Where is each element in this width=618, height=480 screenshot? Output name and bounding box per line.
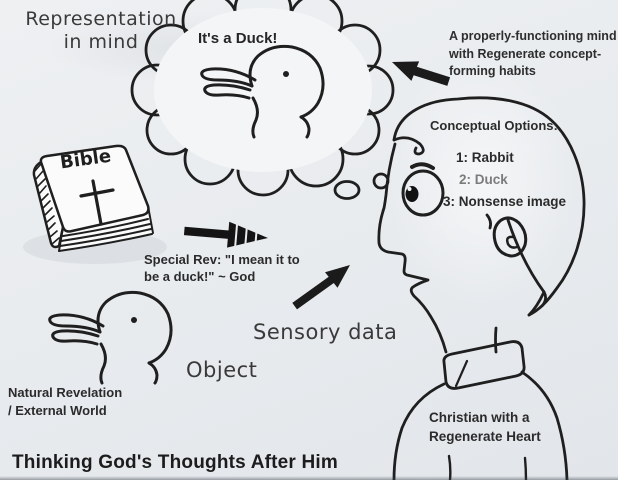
object-label: Object (186, 358, 258, 382)
eyebrow (410, 162, 435, 170)
its-a-duck-caption: It's a Duck! (198, 30, 278, 47)
regenerate-mind-arrow-icon (392, 61, 451, 86)
spine-hatching (33, 163, 60, 245)
torso-right (520, 370, 569, 480)
christian-regenerate-heart-label: Christian with a Regenerate Heart (429, 410, 541, 444)
conceptual-option-duck: 2: Duck (459, 172, 508, 187)
back-neck-line (494, 326, 498, 354)
bible-illustration (23, 144, 167, 264)
sensory-data-arrow-icon (292, 265, 350, 310)
thought-bubble (130, 0, 395, 200)
conceptual-options-heading: Conceptual Options: (430, 118, 558, 133)
footer-title: Thinking God's Thoughts After Him (12, 452, 339, 473)
hair-inner-edge (506, 218, 547, 308)
collar-fold (454, 359, 469, 388)
sensory-data-label: Sensory data (253, 320, 398, 344)
representation-in-mind-label: Representation in mind (25, 8, 177, 53)
thought-bubble-trail-large (333, 180, 361, 200)
eye-gleam (407, 187, 412, 191)
collar (442, 340, 526, 390)
page-edges (58, 205, 154, 252)
head-hair-outline (392, 96, 586, 317)
torso-left (392, 382, 446, 480)
ear (492, 216, 528, 258)
shirt-placket-right (523, 456, 528, 480)
special-revelation-note: Special Rev: "I mean it to be a duck!" ~… (144, 252, 300, 284)
duck-rabbit-object (48, 290, 173, 385)
natural-revelation-label: Natural Revelation / External World (8, 385, 123, 418)
cross-icon (79, 179, 115, 226)
face-profile (377, 142, 448, 354)
person-illustration (377, 96, 586, 480)
hair-wisp (485, 213, 492, 230)
properly-functioning-mind-note: A properly-functioning mind with Regener… (449, 29, 617, 78)
conceptual-option-nonsense: 3: Nonsense image (443, 194, 567, 209)
hair-tip (527, 290, 546, 317)
front-hairline-curl (392, 136, 425, 156)
ear-inner (505, 235, 519, 249)
conceptual-option-rabbit: 1: Rabbit (456, 150, 514, 165)
special-rev-arrow-icon (183, 221, 268, 248)
eye-outline (401, 169, 445, 217)
shirt-placket-left (447, 454, 452, 480)
eye-pupil (405, 186, 419, 202)
